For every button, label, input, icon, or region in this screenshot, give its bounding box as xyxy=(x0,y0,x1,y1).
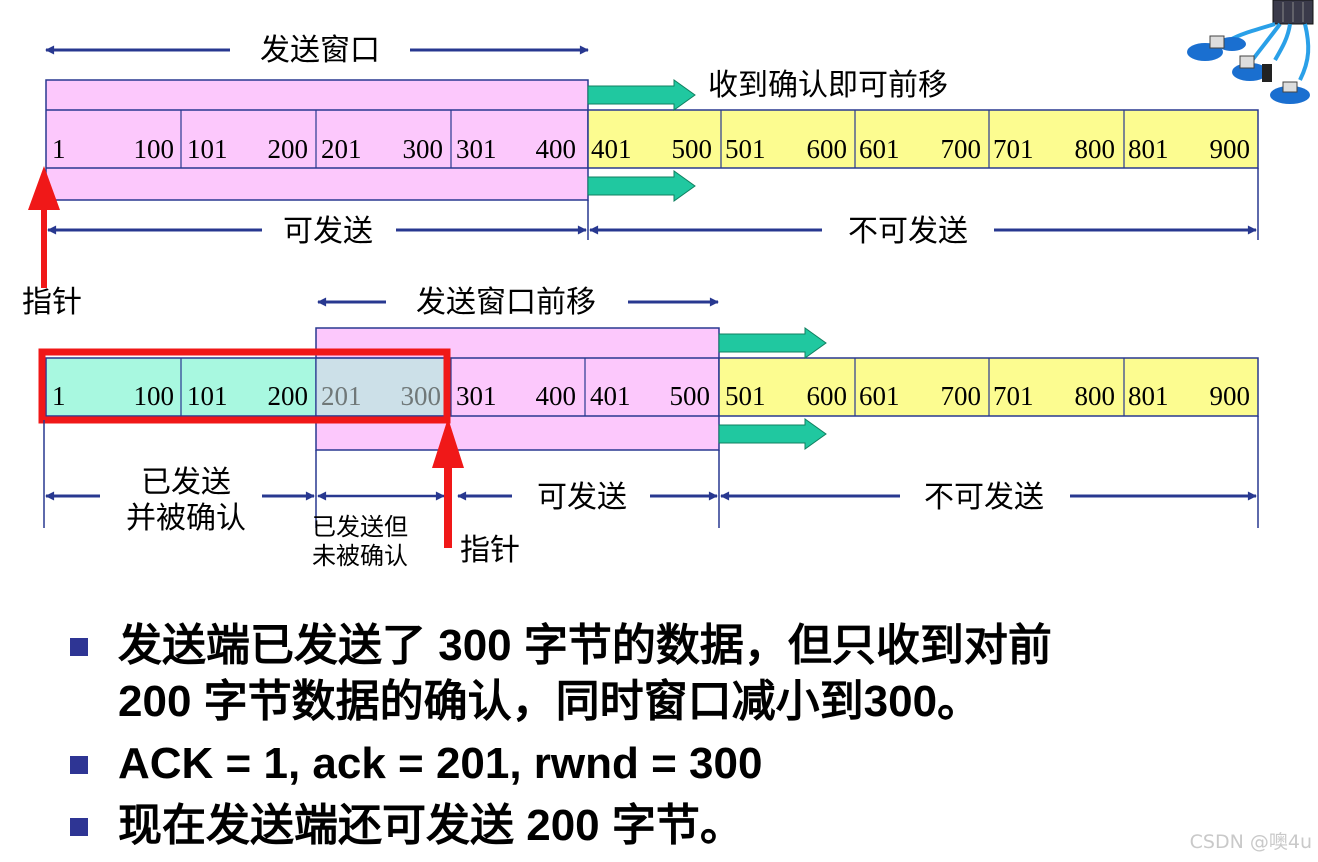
bottom-pointer-arrow xyxy=(432,418,464,548)
bullet-square-icon xyxy=(70,756,88,774)
bottom-not-sendable-label: 不可发送 xyxy=(924,480,1044,515)
bullet-list: 发送端已发送了 300 字节的数据，但只收到对前 200 字节数据的确认，同时窗… xyxy=(70,618,1220,854)
acked-label-line2: 并被确认 xyxy=(126,501,246,536)
bottom-window-label: 发送窗口前移 xyxy=(416,285,596,320)
bottom-cell-start: 401 xyxy=(590,381,631,411)
bottom-diagram: 发送窗口前移 1 100 101 200 201 300 301 400 401… xyxy=(38,285,1259,570)
top-cell-start: 801 xyxy=(1128,134,1169,164)
bottom-cell-end: 200 xyxy=(268,381,309,411)
top-cell-start: 301 xyxy=(456,134,497,164)
top-pointer-label: 指针 xyxy=(22,285,82,320)
bottom-cell-start: 501 xyxy=(725,381,766,411)
top-move-arrow-lower xyxy=(587,170,696,202)
top-cell-start: 1 xyxy=(52,134,66,164)
bottom-cell-end: 600 xyxy=(807,381,848,411)
top-cell-end: 600 xyxy=(807,134,848,164)
top-cell-end: 700 xyxy=(941,134,982,164)
bullet-item: 现在发送端还可发送 200 字节。 xyxy=(70,798,1220,854)
bullet-item: ACK = 1, ack = 201, rwnd = 300 xyxy=(70,736,1220,792)
bullet-text-line1: 发送端已发送了 300 字节的数据，但只收到对前 xyxy=(118,621,1052,670)
bottom-move-arrow-lower xyxy=(718,418,827,450)
bottom-sendable-label: 可发送 xyxy=(537,480,627,515)
bottom-cell-end: 500 xyxy=(670,381,711,411)
top-cell-end: 800 xyxy=(1075,134,1116,164)
top-cell-start: 101 xyxy=(187,134,228,164)
top-not-sendable-label: 不可发送 xyxy=(848,214,968,249)
bottom-cell-end: 900 xyxy=(1210,381,1251,411)
network-icon xyxy=(1187,0,1314,104)
bottom-cell-end: 800 xyxy=(1075,381,1116,411)
top-cell-end: 300 xyxy=(403,134,444,164)
top-pointer-arrow xyxy=(28,166,60,288)
top-move-label: 收到确认即可前移 xyxy=(708,68,948,103)
bottom-cell-end: 100 xyxy=(134,381,175,411)
bottom-pointer-label: 指针 xyxy=(460,533,520,568)
top-cell-start: 501 xyxy=(725,134,766,164)
unacked-label-line2: 未被确认 xyxy=(312,542,408,570)
bullet-item: 发送端已发送了 300 字节的数据，但只收到对前 200 字节数据的确认，同时窗… xyxy=(70,618,1220,730)
bullet-square-icon xyxy=(70,818,88,836)
bullet-text-line1: ACK = 1, ack = 201, rwnd = 300 xyxy=(118,739,763,788)
acked-label-line1: 已发送 xyxy=(141,465,231,500)
bottom-cell-start: 701 xyxy=(993,381,1034,411)
top-cell-start: 601 xyxy=(859,134,900,164)
unacked-label-line1: 已发送但 xyxy=(312,513,408,541)
top-cell-end: 500 xyxy=(672,134,713,164)
bottom-cell-start: 801 xyxy=(1128,381,1169,411)
sliding-window-diagram: 发送窗口 1 100 101 200 201 300 301 400 401 5… xyxy=(22,0,1314,570)
bottom-cell-start: 1 xyxy=(52,381,66,411)
bullet-text-line1: 现在发送端还可发送 200 字节。 xyxy=(118,801,744,850)
top-cell-start: 401 xyxy=(591,134,632,164)
top-diagram: 发送窗口 1 100 101 200 201 300 301 400 401 5… xyxy=(22,33,1259,320)
bottom-cell-start: 301 xyxy=(456,381,497,411)
acked-highlight-box xyxy=(38,348,451,424)
top-window-label: 发送窗口 xyxy=(260,33,380,68)
top-cell-start: 201 xyxy=(321,134,362,164)
top-cell-end: 400 xyxy=(536,134,577,164)
bottom-move-arrow-upper xyxy=(718,327,827,359)
top-cell-start: 701 xyxy=(993,134,1034,164)
bottom-cell-start: 201 xyxy=(321,381,362,411)
top-move-arrow-upper xyxy=(587,79,696,111)
top-sendable-label: 可发送 xyxy=(283,214,373,249)
watermark: CSDN @噢4u xyxy=(1189,831,1312,853)
bottom-cell-end: 400 xyxy=(536,381,577,411)
top-cell-end: 200 xyxy=(268,134,309,164)
bullet-square-icon xyxy=(70,638,88,656)
top-cell-end: 100 xyxy=(134,134,175,164)
top-not-sendable-region xyxy=(587,109,1259,169)
bottom-cell-end: 700 xyxy=(941,381,982,411)
top-send-window xyxy=(45,79,589,201)
bullet-text-line2: 200 字节数据的确认，同时窗口减小到300。 xyxy=(118,677,982,726)
top-cell-end: 900 xyxy=(1210,134,1251,164)
bottom-cell-start: 101 xyxy=(187,381,228,411)
bottom-cell-start: 601 xyxy=(859,381,900,411)
bottom-cell-end: 300 xyxy=(401,381,442,411)
